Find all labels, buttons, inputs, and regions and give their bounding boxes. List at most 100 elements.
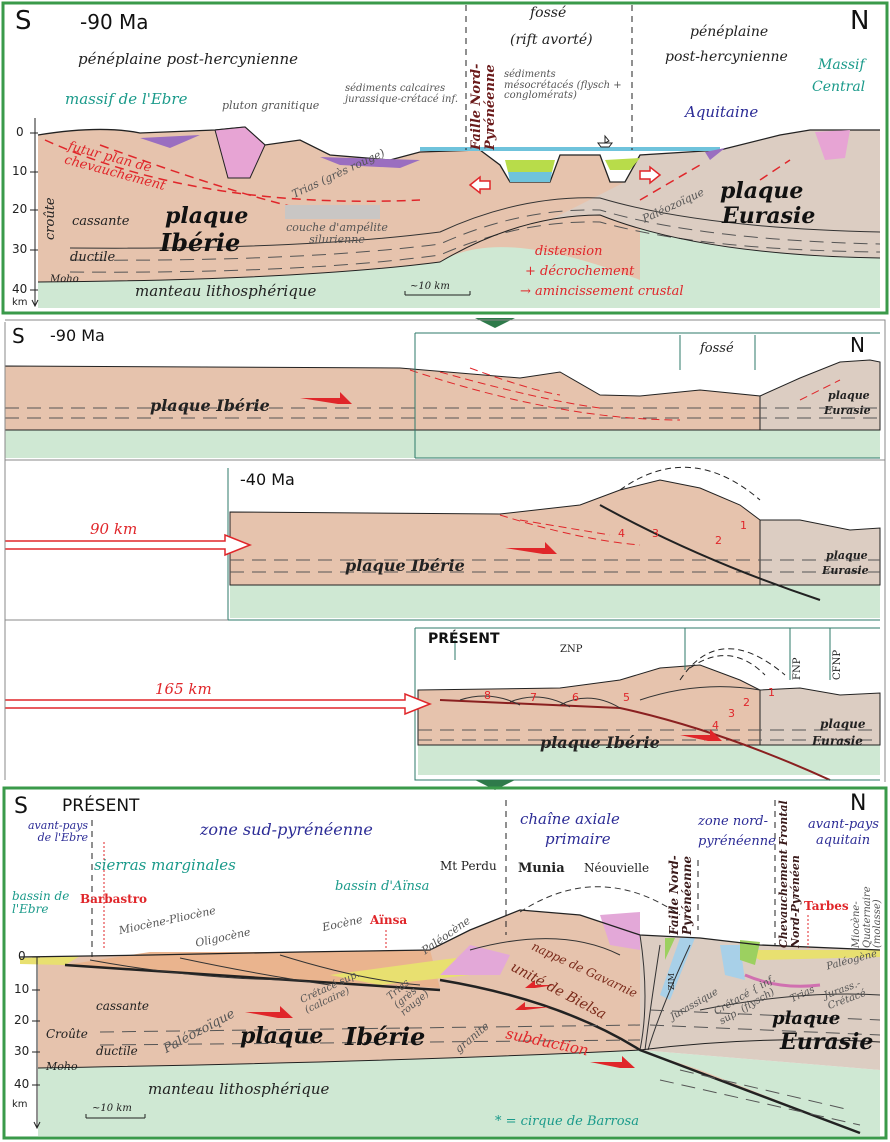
s3-unit-6: 6	[572, 691, 579, 704]
sierras-marginales: sierras marginales	[94, 856, 236, 874]
neouvielle-label: Néouvielle	[584, 861, 650, 875]
ainsa-label: Aïnsa	[370, 913, 408, 927]
s1-crust-iberia	[4, 365, 761, 431]
rift-blue-sediments	[508, 172, 552, 182]
depth-axis-1	[30, 118, 39, 308]
s3-unit-7: 7	[530, 691, 537, 704]
p3-axis-0: 0	[18, 949, 26, 963]
s2-shift-arrow	[5, 533, 253, 557]
p3-axis-40: 40	[14, 1077, 30, 1091]
manteau-label: manteau lithosphérique	[135, 282, 317, 300]
chaine-axiale-1: chaîne axiale	[520, 810, 620, 828]
s1-fosse: fossé	[700, 341, 734, 356]
zone-nord-2: pyrénéenne	[698, 834, 776, 849]
s3-plaque-iberie: plaque Ibérie	[540, 733, 660, 752]
crust-iberia-present	[38, 910, 640, 1068]
s3-shift-arrow	[5, 692, 433, 716]
s3-unit-1: 1	[768, 686, 775, 699]
boat-icon	[597, 134, 613, 148]
rift-label: (rift avorté)	[510, 32, 593, 48]
s2-thrusts	[499, 514, 641, 546]
moho-line	[37, 214, 881, 283]
s2-main-thrust	[599, 504, 821, 601]
north-label: N	[850, 6, 870, 36]
distension-3: → amincissement crustal	[520, 284, 684, 299]
s1-plaque-eurasie-1: plaque	[828, 389, 870, 402]
south-label: S	[15, 6, 32, 36]
crust-eurasia	[540, 130, 880, 258]
plaque-eurasie-1: plaque	[720, 178, 804, 204]
s2-mantle	[230, 585, 880, 618]
distension-1: distension	[535, 244, 603, 259]
peneplain-label: pénéplaine post-hercynienne	[78, 50, 299, 68]
axis-40: 40	[12, 282, 28, 296]
s3-inset-box	[414, 627, 880, 781]
p3-axis-30: 30	[14, 1044, 30, 1058]
panel2-frame	[4, 319, 886, 782]
crust-iberia	[38, 127, 640, 282]
s3-plaque-eurasie-2: Eurasie	[812, 734, 863, 748]
ampelite-layer	[285, 205, 380, 219]
s1-crust-eurasia	[759, 359, 881, 431]
s2-crust-iberia	[229, 479, 761, 586]
p3-croute: Croûte	[46, 1027, 88, 1041]
avant-pays-aquitain-2: aquitain	[816, 833, 871, 848]
p3-cassante: cassante	[96, 999, 149, 1013]
distension-2: + décrochement	[525, 264, 635, 279]
pluton-label: pluton granitique	[222, 99, 320, 112]
peneplain-right-2: post-hercynienne	[665, 49, 788, 65]
s3-unit-3: 3	[728, 707, 735, 720]
bassin-ainsa: bassin d'Aïnsa	[335, 879, 430, 894]
s3-znp: ZNP	[560, 644, 583, 655]
basal-thrust	[64, 963, 861, 1135]
s3-slip-arrow	[680, 729, 722, 741]
trias-pink-band-eurasia	[744, 973, 821, 988]
massif-central-1: Massif	[818, 57, 865, 73]
aquitaine-label: Aquitaine	[685, 103, 759, 121]
slip-arrows-present	[245, 980, 555, 1018]
crust-eurasia-present	[640, 935, 880, 1070]
faille-label: Faille Nord-Pyrénéenne	[469, 63, 498, 150]
p3-plaque-iberie-2: Ibérie	[345, 1022, 426, 1051]
massif-ebre-label: massif de l'Ebre	[65, 90, 188, 108]
sediments-calc-label: sédiments calcaires jurassique-crétacé i…	[345, 83, 459, 105]
cfnp-label: Chevauchement Frontal Nord-Pyrénéen	[777, 800, 802, 948]
p3-manteau: manteau lithosphérique	[148, 1080, 330, 1098]
town-markers	[103, 842, 809, 950]
fosse-label: fossé	[530, 5, 567, 21]
p3-axis-20: 20	[14, 1013, 30, 1027]
p3-ductile: ductile	[96, 1044, 138, 1058]
scale-bar-1	[404, 291, 471, 296]
panel3-frame	[2, 786, 888, 1140]
s1-thrusts	[409, 367, 841, 421]
subduction-arrow	[590, 1056, 635, 1068]
panel-connector-arrow-bottom	[475, 780, 515, 790]
bassin-ebre: bassin de l'Ebre	[12, 889, 70, 916]
s2-ductile	[230, 559, 880, 573]
munia-label: Munia	[518, 861, 565, 876]
s3-ductile	[418, 729, 880, 741]
mantle-iberia-eurasia	[38, 215, 880, 308]
extension-arrow-left	[468, 175, 491, 195]
foreland-basin-orange	[65, 950, 440, 988]
zim-blue-band	[660, 938, 745, 1000]
s2-plaque-eurasie-2: Eurasie	[822, 564, 869, 577]
s2-unit-2: 2	[715, 534, 722, 547]
granite-bielsa	[440, 912, 640, 975]
s3-unit-4: 4	[712, 719, 719, 732]
s3-thrust-sheets	[459, 686, 761, 709]
depth-axis-3	[32, 956, 41, 1130]
zone-sud-pyreneenne: zone sud-pyrénéenne	[200, 820, 373, 839]
s3-crust-eurasia	[759, 687, 881, 746]
panel-90ma-detail	[1, 1, 889, 315]
internal-thrusts	[89, 934, 881, 1051]
sediments-meso-label: sédiments mésocrétacés (flysch + conglom…	[504, 69, 622, 101]
p3-plaque-eurasie-2: Eurasie	[780, 1029, 874, 1055]
massif-central-2: Central	[812, 79, 866, 95]
moho-present	[37, 1039, 881, 1069]
s1-plaque-eurasie-2: Eurasie	[824, 404, 871, 417]
faille-nord-pyreneenne: Faille Nord-Pyrénéenne	[667, 855, 694, 935]
s3-shift-label: 165 km	[155, 680, 212, 698]
s2-dome-dashed	[619, 466, 761, 501]
